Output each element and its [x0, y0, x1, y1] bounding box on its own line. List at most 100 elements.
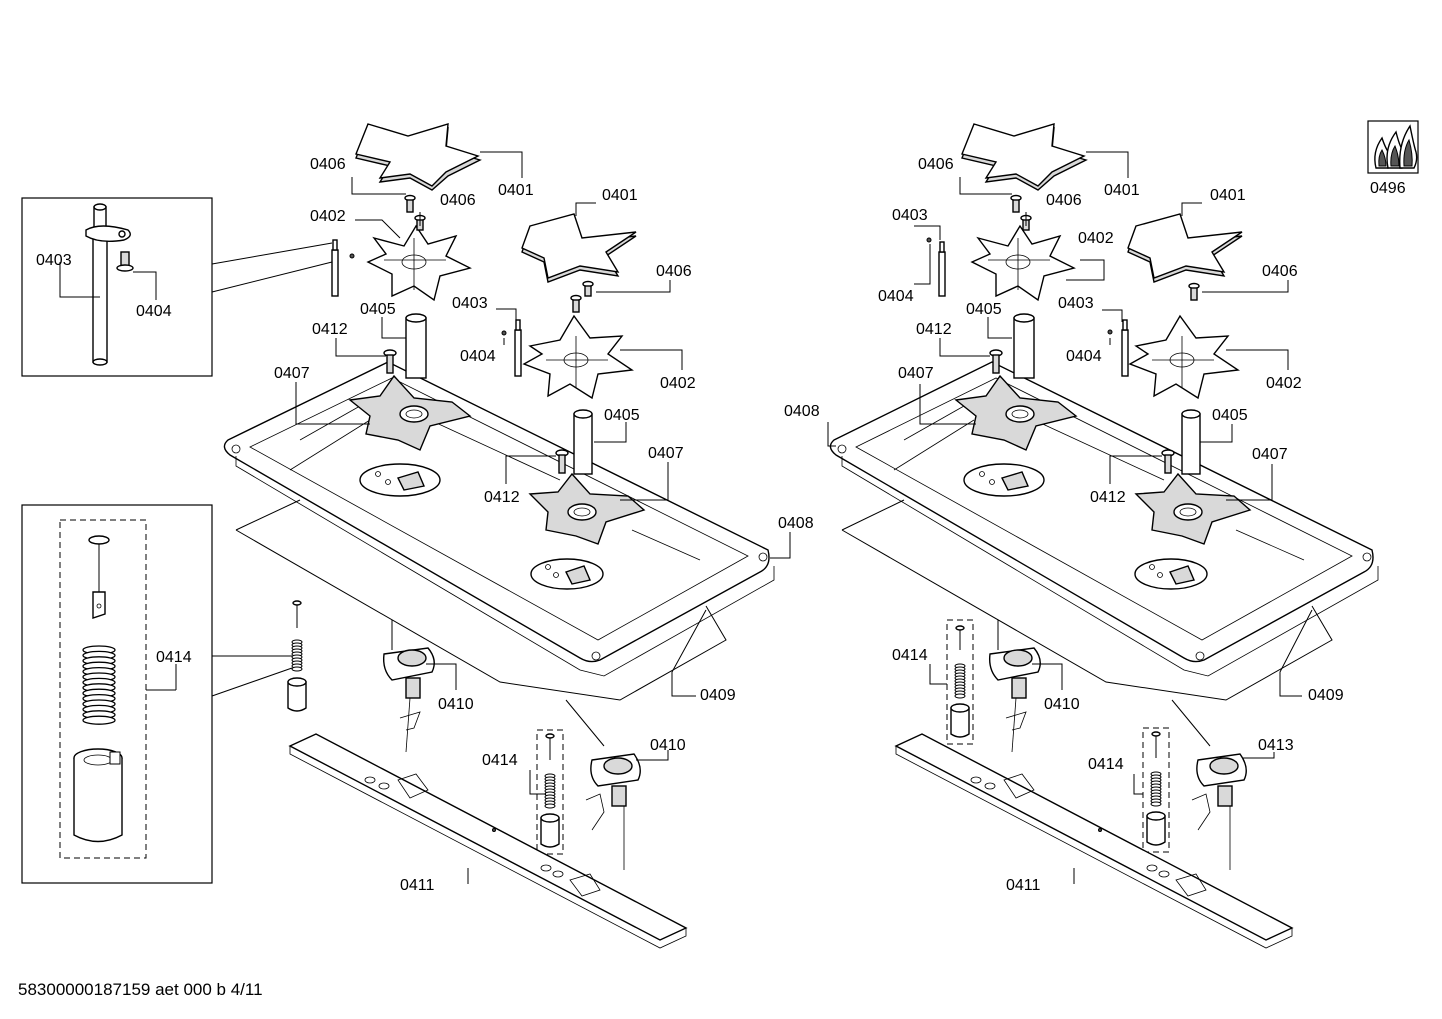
- spring-part-enlarged: [82, 645, 116, 725]
- document-code: 58300000187159 aet 000 b 4/11: [18, 980, 263, 999]
- left-cap-1: [355, 123, 482, 191]
- label-0402: 0402: [1266, 375, 1302, 392]
- right-screw-0406-c: [1188, 282, 1200, 301]
- right-pin-1: [926, 237, 946, 297]
- label-0412: 0412: [1090, 489, 1126, 506]
- detail-box-pin: [21, 197, 333, 377]
- left-burner-base-2: [528, 472, 646, 545]
- right-valve-2: [1191, 753, 1247, 870]
- label-0401: 0401: [1104, 182, 1140, 199]
- label-0406: 0406: [310, 156, 346, 173]
- right-pin-2: [1107, 319, 1129, 377]
- left-screw-0406-c: [570, 294, 582, 313]
- right-rail: [894, 733, 1294, 949]
- pin-part-enlarged: [85, 203, 131, 366]
- label-0412: 0412: [312, 321, 348, 338]
- label-0403: 0403: [36, 252, 72, 269]
- detail-box-thermocouple: [21, 504, 293, 884]
- label-0402: 0402: [660, 375, 696, 392]
- left-pin-1: [331, 239, 355, 297]
- left-burner-base-1: [348, 374, 472, 451]
- right-tube-1: [1013, 313, 1035, 379]
- label-0405: 0405: [966, 301, 1002, 318]
- label-0409: 0409: [1308, 687, 1344, 704]
- label-0407: 0407: [274, 365, 310, 382]
- screw-part-enlarged: [116, 251, 134, 272]
- label-0406: 0406: [918, 156, 954, 173]
- label-0406: 0406: [440, 192, 476, 209]
- label-0414: 0414: [482, 752, 518, 769]
- label-0410: 0410: [650, 737, 686, 754]
- right-screw-0412-b: [1161, 449, 1175, 474]
- right-thermo-small-2: [1142, 727, 1170, 853]
- left-valve-1: [382, 647, 435, 753]
- label-0407: 0407: [648, 445, 684, 462]
- label-0411: 0411: [400, 877, 435, 894]
- left-tube-2: [573, 409, 593, 475]
- label-0406: 0406: [1262, 263, 1298, 280]
- label-0404: 0404: [460, 348, 496, 365]
- label-0410: 0410: [438, 696, 474, 713]
- right-tube-2: [1181, 409, 1201, 475]
- label-0407: 0407: [1252, 446, 1288, 463]
- label-0405: 0405: [1212, 407, 1248, 424]
- left-screw-0406-d: [582, 280, 594, 297]
- label-0408: 0408: [778, 515, 814, 532]
- left-cap-2: [521, 213, 637, 283]
- sleeve-part-enlarged: [73, 748, 123, 843]
- left-valve-2: [585, 753, 641, 870]
- left-thermo-small-1: [287, 600, 307, 712]
- label-0403: 0403: [1058, 295, 1094, 312]
- label-0403: 0403: [892, 207, 928, 224]
- right-labels: 0406 0401 0406 0401 0403 0402 0406 0404 …: [784, 156, 1344, 894]
- left-labels: 0406 0401 0406 0401 0402 0406 0403 0405 …: [36, 156, 814, 894]
- label-0406: 0406: [656, 263, 692, 280]
- label-0414: 0414: [156, 649, 192, 666]
- label-0406: 0406: [1046, 192, 1082, 209]
- left-screw-0412-b: [555, 449, 569, 474]
- label-0405: 0405: [604, 407, 640, 424]
- label-0414: 0414: [892, 647, 928, 664]
- left-tube-1: [405, 313, 427, 379]
- label-0412: 0412: [916, 321, 952, 338]
- right-burner-base-1: [954, 374, 1078, 451]
- right-crown-2: [1128, 314, 1240, 400]
- left-thermo-small-2: [536, 729, 564, 855]
- label-0401: 0401: [498, 182, 534, 199]
- label-0412: 0412: [484, 489, 520, 506]
- right-burner-base-2: [1134, 472, 1252, 545]
- right-screw-0406-a: [1010, 194, 1022, 213]
- right-tray: [829, 361, 1379, 677]
- left-burner-assembly: [223, 123, 775, 949]
- right-cap-2: [1127, 213, 1243, 283]
- right-crown-1: [970, 224, 1076, 302]
- left-crown-2: [522, 314, 634, 400]
- left-screw-0412-a: [383, 349, 397, 374]
- left-pin-2: [501, 319, 522, 377]
- right-cap-1: [961, 123, 1088, 191]
- left-screw-0406-a: [404, 194, 416, 213]
- left-crown-1: [366, 224, 472, 302]
- label-0404: 0404: [878, 288, 914, 305]
- right-valve-1: [988, 647, 1041, 753]
- left-tray: [223, 361, 775, 677]
- label-0413: 0413: [1258, 737, 1294, 754]
- icon-label: 0496: [1370, 180, 1406, 197]
- label-0408: 0408: [784, 403, 820, 420]
- label-0403: 0403: [452, 295, 488, 312]
- label-0411: 0411: [1006, 877, 1041, 894]
- right-burner-assembly: [829, 123, 1379, 949]
- label-0402: 0402: [310, 208, 346, 225]
- right-thermo-small-1: [946, 619, 974, 745]
- label-0404: 0404: [136, 303, 172, 320]
- needle-part-enlarged: [88, 535, 110, 619]
- left-rail: [288, 733, 688, 949]
- label-0409: 0409: [700, 687, 736, 704]
- label-0402: 0402: [1078, 230, 1114, 247]
- label-0407: 0407: [898, 365, 934, 382]
- label-0410: 0410: [1044, 696, 1080, 713]
- label-0404: 0404: [1066, 348, 1102, 365]
- label-0414: 0414: [1088, 756, 1124, 773]
